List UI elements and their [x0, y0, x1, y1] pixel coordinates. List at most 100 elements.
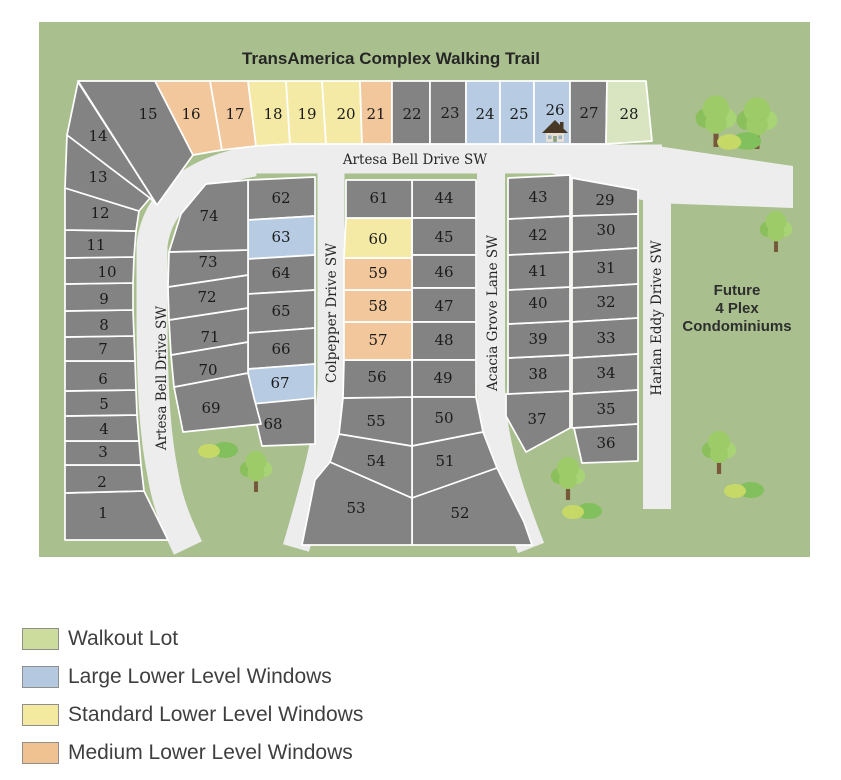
tree-icon: [736, 97, 778, 149]
street-labels: Artesa Bell Drive SW Artesa Bell Drive S…: [154, 152, 665, 451]
lot-40-label: 40: [528, 294, 547, 312]
future-label-line3: Condominiums: [682, 318, 791, 335]
lot-7-label: 7: [98, 340, 108, 358]
road-east-band: [550, 145, 793, 208]
legend-item-medium-windows: Medium Lower Level Windows: [22, 742, 363, 764]
bush-icon: [724, 482, 764, 498]
lot-11-label: 11: [86, 236, 105, 254]
lot-17-label: 17: [225, 105, 244, 123]
medium-windows-swatch: [22, 742, 59, 764]
lot-43-label: 43: [528, 188, 547, 206]
lot-30-label: 30: [596, 221, 615, 239]
lot-54-label: 54: [366, 452, 385, 470]
lot-55-label: 55: [366, 412, 385, 430]
lot-9-label: 9: [99, 290, 109, 308]
lot-28: [605, 80, 653, 145]
large-windows-swatch: [22, 666, 59, 688]
lot-27-label: 27: [579, 104, 598, 122]
future-label-line1: Future: [714, 282, 761, 299]
lot-5-label: 5: [99, 395, 109, 413]
street-label-artesa-vertical: Artesa Bell Drive SW: [154, 306, 170, 451]
lot-22-label: 22: [402, 105, 421, 123]
lot-13-label: 13: [88, 168, 107, 186]
lot-61: [345, 179, 413, 219]
lot-46-label: 46: [434, 263, 453, 281]
legend-label: Medium Lower Level Windows: [68, 741, 353, 764]
lot-42-label: 42: [528, 226, 547, 244]
future-area-label: Future 4 Plex Condominiums: [682, 282, 791, 335]
roads-layer: [136, 144, 793, 555]
lot-10-label: 10: [97, 263, 116, 281]
street-label-acacia: Acacia Grove Lane SW: [485, 235, 501, 392]
lot-70-label: 70: [198, 361, 217, 379]
lot-41-label: 41: [528, 262, 547, 280]
lot-8-label: 8: [99, 316, 109, 334]
lot-49-label: 49: [433, 369, 452, 387]
tree-icon: [239, 451, 273, 492]
standard-windows-swatch: [22, 704, 59, 726]
lot-62-label: 62: [271, 189, 290, 207]
tree-icon: [551, 457, 585, 500]
legend-item-walkout: Walkout Lot: [22, 628, 363, 650]
lot-72-label: 72: [197, 288, 216, 306]
lot-16-label: 16: [181, 105, 200, 123]
legend-item-large-windows: Large Lower Level Windows: [22, 666, 363, 688]
lot-47-label: 47: [434, 297, 453, 315]
bush-icon: [562, 503, 602, 519]
lot-68: [251, 397, 316, 447]
lot-4-label: 4: [99, 420, 109, 438]
lot-28-label: 28: [619, 105, 638, 123]
lot-74: [168, 179, 249, 253]
lot-34-label: 34: [596, 364, 615, 382]
lot-39-label: 39: [528, 330, 547, 348]
lot-61-label: 61: [369, 189, 388, 207]
lot-64-label: 64: [271, 264, 290, 282]
legend-item-standard-windows: Standard Lower Level Windows: [22, 704, 363, 726]
lot-33-label: 33: [596, 329, 615, 347]
lot-45-label: 45: [434, 228, 453, 246]
lot-73-label: 73: [198, 253, 217, 271]
lot-67-label: 67: [270, 374, 289, 392]
lot-36: [573, 423, 639, 464]
walkout-lot-swatch: [22, 628, 59, 650]
lot-14-label: 14: [88, 127, 107, 145]
lot-18-label: 18: [263, 105, 282, 123]
future-label-line2: 4 Plex: [715, 300, 759, 317]
tree-icon: [702, 431, 736, 474]
lot-57-label: 57: [368, 331, 387, 349]
bush-icon: [717, 132, 762, 150]
legend-label: Standard Lower Level Windows: [68, 703, 364, 726]
lot-66-label: 66: [271, 340, 290, 358]
lot-12-label: 12: [90, 204, 109, 222]
lot-53-label: 53: [346, 499, 365, 517]
road-artesa-bell-vertical: [136, 145, 257, 555]
lot-51-label: 51: [435, 452, 454, 470]
legend-label: Walkout Lot: [68, 627, 179, 650]
lot-31-label: 31: [596, 259, 615, 277]
lot-50-label: 50: [434, 409, 453, 427]
lot-69-label: 69: [201, 399, 220, 417]
lot-36-label: 36: [596, 434, 615, 452]
lot-63-label: 63: [271, 228, 290, 246]
lot-56-label: 56: [367, 368, 386, 386]
lot-65-label: 65: [271, 302, 290, 320]
lot-23-label: 23: [440, 104, 459, 122]
lot-1-label: 1: [98, 504, 108, 522]
bush-icon: [198, 442, 238, 458]
road-colpepper: [283, 172, 345, 552]
lot-6-label: 6: [98, 370, 108, 388]
lot-43: [507, 174, 571, 220]
lot-2-label: 2: [97, 473, 107, 491]
lot-32-label: 32: [596, 293, 615, 311]
lot-35-label: 35: [596, 400, 615, 418]
street-label-harlan: Harlan Eddy Drive SW: [649, 240, 665, 395]
legend: Walkout Lot Large Lower Level Windows St…: [22, 628, 363, 780]
lot-52-label: 52: [450, 504, 469, 522]
lot-60-label: 60: [368, 230, 387, 248]
lot-68-label: 68: [263, 415, 282, 433]
lot-15-label: 15: [138, 105, 157, 123]
tree-icon: [695, 95, 737, 147]
